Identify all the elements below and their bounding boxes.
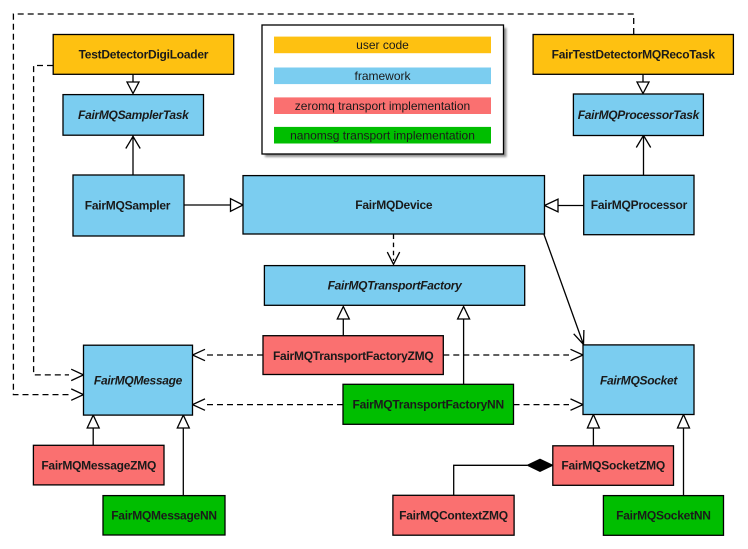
svg-text:framework: framework bbox=[354, 69, 411, 83]
svg-text:FairTestDetectorMQRecoTask: FairTestDetectorMQRecoTask bbox=[552, 48, 716, 62]
svg-text:FairMQMessageZMQ: FairMQMessageZMQ bbox=[41, 458, 156, 472]
svg-text:FairMQContextZMQ: FairMQContextZMQ bbox=[399, 509, 508, 523]
svg-text:FairMQSampler: FairMQSampler bbox=[85, 199, 171, 213]
svg-text:FairMQTransportFactory: FairMQTransportFactory bbox=[328, 279, 463, 293]
svg-text:FairMQProcessor: FairMQProcessor bbox=[591, 198, 688, 212]
svg-text:FairMQSamplerTask: FairMQSamplerTask bbox=[78, 108, 190, 122]
svg-text:FairMQDevice: FairMQDevice bbox=[355, 198, 433, 212]
svg-text:user code: user code bbox=[356, 38, 409, 52]
svg-text:zeromq transport implementatio: zeromq transport implementation bbox=[295, 99, 470, 113]
svg-text:nanomsg transport implementati: nanomsg transport implementation bbox=[290, 129, 475, 143]
svg-text:FairMQMessageNN: FairMQMessageNN bbox=[111, 509, 217, 523]
svg-text:FairMQTransportFactoryNN: FairMQTransportFactoryNN bbox=[353, 398, 504, 412]
svg-text:TestDetectorDigiLoader: TestDetectorDigiLoader bbox=[79, 48, 209, 62]
svg-text:FairMQMessage: FairMQMessage bbox=[94, 373, 183, 387]
svg-text:FairMQSocketZMQ: FairMQSocketZMQ bbox=[561, 459, 665, 473]
svg-text:FairMQSocket: FairMQSocket bbox=[600, 373, 678, 387]
svg-text:FairMQTransportFactoryZMQ: FairMQTransportFactoryZMQ bbox=[273, 349, 433, 363]
svg-text:FairMQSocketNN: FairMQSocketNN bbox=[616, 509, 711, 523]
svg-text:FairMQProcessorTask: FairMQProcessorTask bbox=[578, 108, 701, 122]
